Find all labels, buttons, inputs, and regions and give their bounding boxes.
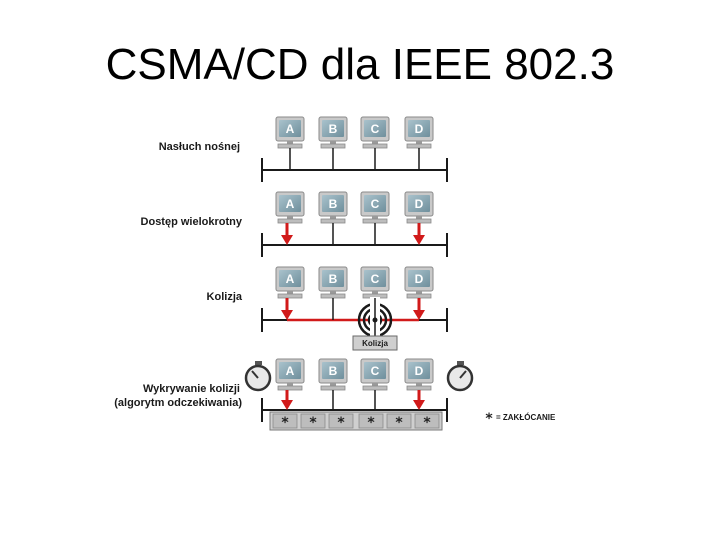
svg-text:C: C <box>371 197 380 211</box>
station-a: A <box>275 116 305 170</box>
station-b: B <box>318 266 348 320</box>
transmit-arrow-d <box>413 298 425 320</box>
station-b: B <box>318 116 348 170</box>
row-collision: Kolizja A B C D <box>207 266 448 351</box>
station-c: C <box>360 116 390 170</box>
station-d: D <box>404 116 434 170</box>
legend-star: * <box>485 411 493 427</box>
transmit-arrow-d <box>413 390 425 410</box>
station-b: B <box>318 358 348 410</box>
collision-burst-icon <box>357 297 393 343</box>
svg-text:C: C <box>371 364 380 378</box>
jam-legend: * = ZAKŁÓCANIE <box>485 411 556 427</box>
svg-text:*: * <box>309 415 317 431</box>
svg-text:A: A <box>286 197 295 211</box>
station-d: D <box>404 266 434 299</box>
station-c: C <box>360 191 390 245</box>
svg-text:*: * <box>281 415 289 431</box>
jam-box: * <box>328 413 354 431</box>
jam-box: * <box>358 413 384 431</box>
transmit-arrow-a <box>281 390 293 410</box>
svg-text:*: * <box>337 415 345 431</box>
svg-text:D: D <box>415 272 424 286</box>
stopwatch-icon-right <box>446 361 474 392</box>
svg-text:B: B <box>329 272 338 286</box>
station-c: C <box>360 266 390 299</box>
jam-box: * <box>272 413 298 431</box>
svg-text:B: B <box>329 364 338 378</box>
row-label-carrier-sense: Nasłuch nośnej <box>159 141 240 153</box>
jam-box: * <box>300 413 326 431</box>
svg-text:Kolizja: Kolizja <box>362 339 388 348</box>
svg-text:A: A <box>286 272 295 286</box>
transmit-arrow-a <box>281 223 293 245</box>
station-d: D <box>404 358 434 391</box>
station-c: C <box>360 358 390 410</box>
svg-text:*: * <box>395 415 403 431</box>
row-label-collision-detection-line1: Wykrywanie kolizji <box>143 383 240 395</box>
jam-box: * <box>414 413 440 431</box>
row-label-collision: Kolizja <box>207 291 243 303</box>
svg-text:B: B <box>329 122 338 136</box>
station-a: A <box>275 266 305 299</box>
svg-text:D: D <box>415 197 424 211</box>
svg-text:C: C <box>371 122 380 136</box>
svg-text:D: D <box>415 122 424 136</box>
slide-title: CSMA/CD dla IEEE 802.3 <box>105 40 615 89</box>
svg-text:*: * <box>367 415 375 431</box>
transmit-arrow-d <box>413 223 425 245</box>
stopwatch-icon-left <box>244 361 272 392</box>
row-label-collision-detection-line2: (algorytm odczekiwania) <box>114 397 242 409</box>
svg-text:A: A <box>286 122 295 136</box>
svg-text:*: * <box>423 415 431 431</box>
row-multiple-access: Dostęp wielokrotny A B C D <box>141 191 448 257</box>
row-carrier-sense: Nasłuch nośnej A B C D <box>159 116 448 182</box>
legend-text: = ZAKŁÓCANIE <box>496 413 556 422</box>
row-collision-detection: Wykrywanie kolizji (algorytm odczekiwani… <box>114 358 556 431</box>
transmit-arrow-a <box>281 298 293 320</box>
collision-box: Kolizja <box>352 335 398 351</box>
jam-signal-strip: * * * * * * <box>269 411 443 431</box>
svg-text:B: B <box>329 197 338 211</box>
row-label-multiple-access: Dostęp wielokrotny <box>141 216 243 228</box>
svg-text:A: A <box>286 364 295 378</box>
station-b: B <box>318 191 348 245</box>
svg-text:D: D <box>415 364 424 378</box>
jam-box: * <box>386 413 412 431</box>
station-a: A <box>275 191 305 224</box>
svg-text:C: C <box>371 272 380 286</box>
station-d: D <box>404 191 434 224</box>
station-a: A <box>275 358 305 391</box>
